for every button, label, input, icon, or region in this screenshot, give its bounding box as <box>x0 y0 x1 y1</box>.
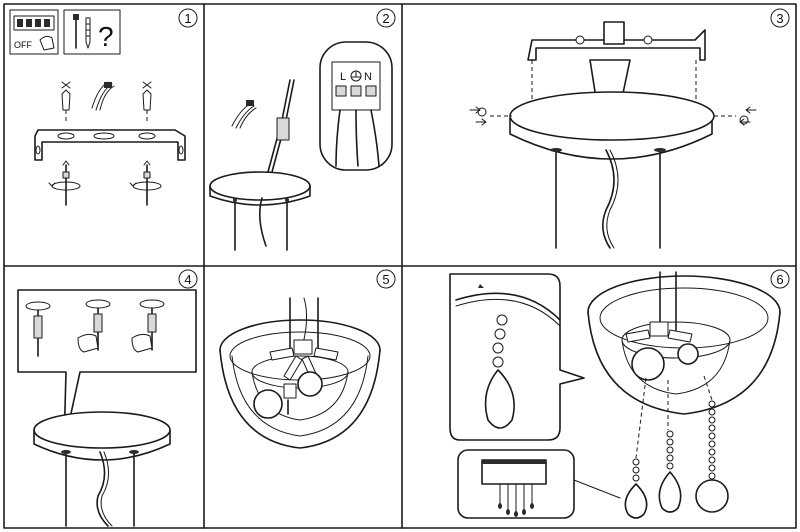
ceiling-canopy <box>209 171 311 206</box>
wall-plug-right <box>142 81 152 124</box>
crystal-chain <box>658 430 682 513</box>
step-3-panel <box>469 21 757 249</box>
step-number-1: 1 <box>178 8 198 28</box>
rotate-screw-icon <box>48 160 81 206</box>
step-number-2: 2 <box>376 8 396 28</box>
svg-text:3: 3 <box>776 11 783 26</box>
svg-text:1: 1 <box>184 11 191 26</box>
tools-question-icon: ? <box>63 9 121 55</box>
crystal-box-callout <box>457 449 621 519</box>
step-number-3: 3 <box>770 8 790 28</box>
ceiling-canopy <box>509 91 715 160</box>
cable-adjust-callout <box>17 289 197 447</box>
crystal-chain <box>484 314 515 429</box>
svg-text:5: 5 <box>382 272 389 287</box>
power-switch-off-icon: OFF <box>9 9 59 55</box>
svg-text:N: N <box>364 71 372 83</box>
mounting-bracket <box>527 21 706 99</box>
cable-gripper <box>77 299 111 353</box>
panel-grid <box>3 3 797 529</box>
rotate-screw-icon <box>129 160 162 206</box>
wire-bundle <box>231 100 257 129</box>
cable-gripper <box>25 301 51 357</box>
step-5-panel <box>219 297 381 449</box>
step-6-panel <box>449 271 781 519</box>
terminal-block-callout: L N <box>319 41 393 171</box>
cable-gripper <box>131 299 165 353</box>
side-screw-left <box>469 106 512 126</box>
wire-bundle <box>91 81 115 111</box>
crystal-chain <box>624 458 648 519</box>
svg-text:2: 2 <box>382 11 389 26</box>
crystal-chain <box>695 400 729 513</box>
svg-text:OFF: OFF <box>14 40 32 50</box>
suspension-cables <box>61 450 139 527</box>
ceiling-canopy <box>33 411 171 461</box>
step-4-panel <box>17 289 197 527</box>
crystal-detail-callout <box>449 273 585 441</box>
power-wire <box>267 79 295 173</box>
side-screw-right <box>714 106 757 126</box>
light-bulb-cluster <box>625 271 699 381</box>
svg-text:4: 4 <box>184 272 191 287</box>
step-number-6: 6 <box>770 269 790 289</box>
step-number-4: 4 <box>178 269 198 289</box>
svg-text:6: 6 <box>776 272 783 287</box>
svg-text:L: L <box>340 71 346 83</box>
svg-text:?: ? <box>98 21 114 52</box>
suspension-cables <box>233 197 289 251</box>
mounting-bracket <box>34 129 186 161</box>
light-bulb-cluster <box>253 339 339 419</box>
step-1-panel: OFF ? <box>9 9 186 206</box>
step-number-5: 5 <box>376 269 396 289</box>
suspension-cables <box>550 148 666 249</box>
wall-plug-left <box>61 81 71 124</box>
lamp-shade <box>219 319 381 449</box>
ground-symbol-icon <box>350 70 362 82</box>
step-2-panel: L N <box>209 41 393 251</box>
